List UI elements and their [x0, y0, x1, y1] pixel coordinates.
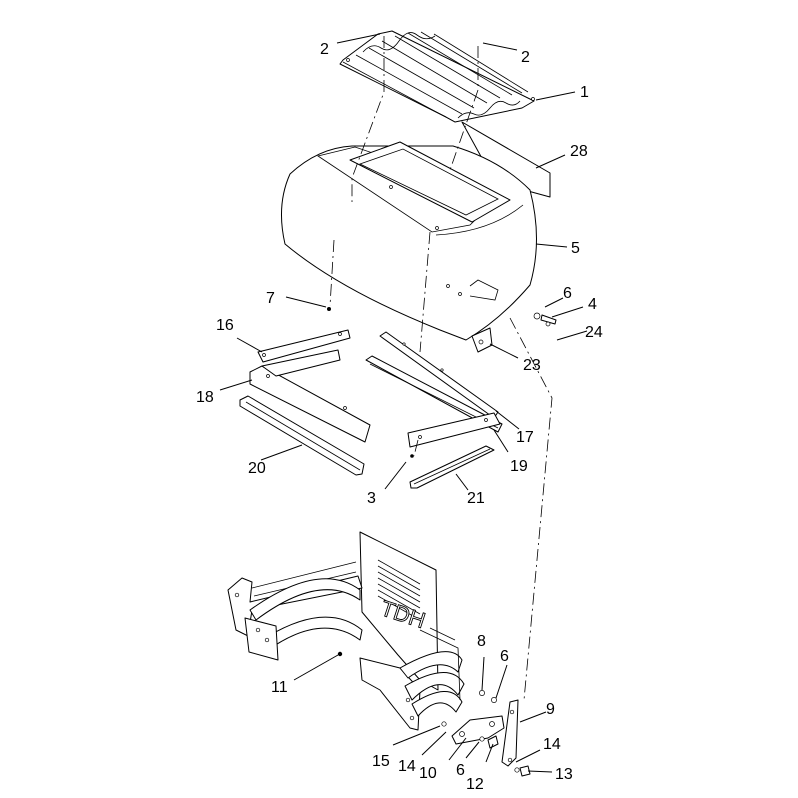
rail-right-lower	[409, 445, 495, 489]
callout-21: 21	[467, 490, 485, 507]
callout-6-lower: 6	[456, 762, 465, 779]
callout-14-left: 14	[398, 758, 416, 775]
callout-2-right: 2	[521, 49, 530, 66]
callout-20: 20	[248, 460, 266, 477]
callout-9: 9	[546, 701, 555, 718]
callout-2-left: 2	[320, 41, 329, 58]
callout-14-right: 14	[543, 736, 561, 753]
callout-16: 16	[216, 317, 234, 334]
bracket-arm	[501, 699, 519, 767]
angle-support-left	[249, 349, 371, 443]
callout-17: 17	[516, 429, 534, 446]
callout-4: 4	[588, 296, 597, 313]
callout-15: 15	[372, 753, 390, 770]
bracket-right-lower	[407, 412, 501, 448]
corrugated-top-panel	[339, 30, 535, 123]
callout-19: 19	[510, 458, 528, 475]
callout-labels: 2 2 1 28 5 6 4 24 23 7 16 18 17 19 20 3 …	[196, 41, 603, 793]
callout-10: 10	[419, 765, 437, 782]
grille-slots	[377, 559, 421, 621]
rail-left	[239, 395, 365, 476]
bracket-left-upper	[257, 329, 351, 363]
frame-assembly: TDH	[227, 531, 465, 731]
callout-13: 13	[555, 766, 573, 783]
callout-28: 28	[570, 143, 588, 160]
callout-6-upper: 6	[563, 285, 572, 302]
callout-7: 7	[266, 290, 275, 307]
callout-5: 5	[571, 240, 580, 257]
callout-24: 24	[585, 324, 603, 341]
hinge-plate	[451, 715, 505, 745]
callout-18: 18	[196, 389, 214, 406]
callout-6-mid: 6	[500, 648, 509, 665]
callout-11: 11	[271, 679, 288, 696]
callout-1: 1	[580, 84, 589, 101]
callout-8: 8	[477, 633, 486, 650]
assembly-centerlines	[329, 36, 553, 701]
callout-12: 12	[466, 776, 484, 793]
leader-lines	[219, 33, 588, 773]
callout-23: 23	[523, 357, 541, 374]
hood-housing	[281, 141, 537, 341]
callout-3: 3	[367, 490, 376, 507]
fasteners	[327, 307, 557, 777]
